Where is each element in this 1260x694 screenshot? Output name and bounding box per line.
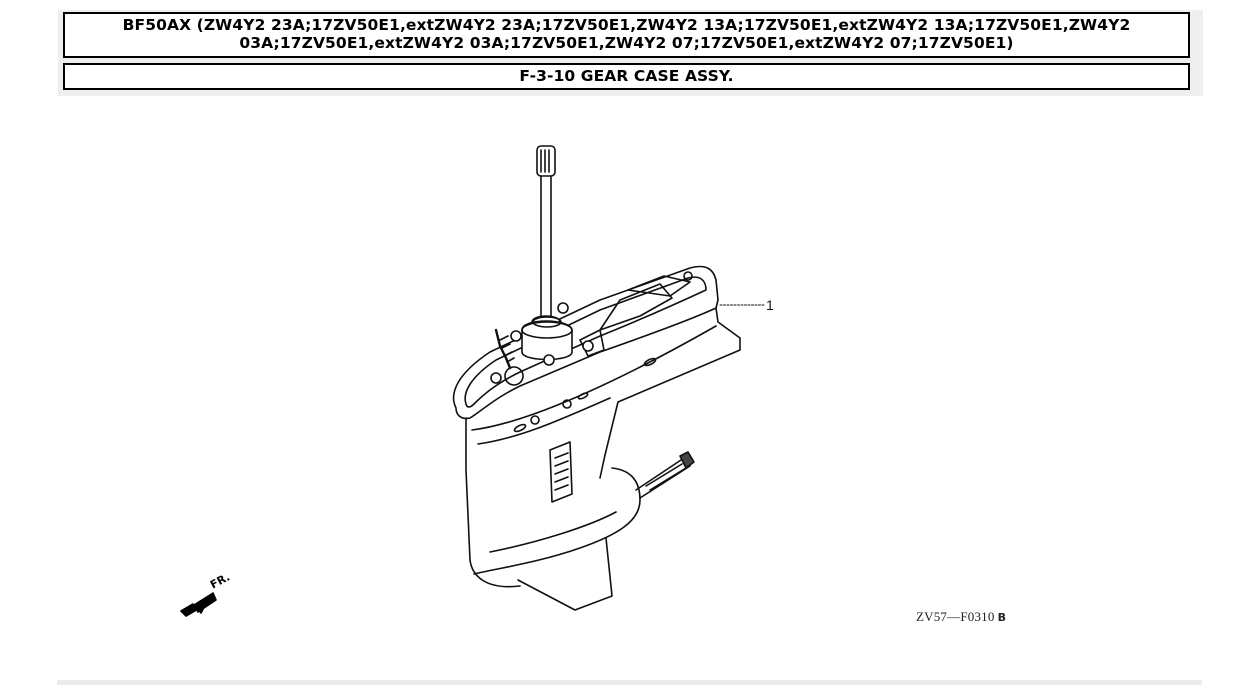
front-direction-arrow-icon [180, 592, 217, 617]
propeller-shaft [635, 451, 695, 499]
bottom-divider [57, 680, 1202, 685]
section-title: F-3-10 GEAR CASE ASSY. [63, 63, 1190, 90]
revision-letter: B [997, 611, 1007, 624]
model-title: BF50AX (ZW4Y2 23A;17ZV50E1,extZW4Y2 23A;… [63, 12, 1190, 58]
gear-case-illustration [180, 145, 765, 617]
parts-diagram [0, 96, 1260, 656]
model-title-line-1: BF50AX (ZW4Y2 23A;17ZV50E1,extZW4Y2 23A;… [122, 16, 1131, 34]
reference-code-text: ZV57—F0310 [916, 609, 995, 624]
gear-case-body [465, 307, 741, 611]
drive-shaft [536, 145, 556, 319]
callout-1-label[interactable]: 1 [766, 297, 774, 313]
model-title-line-2: 03A;17ZV50E1,extZW4Y2 03A;17ZV50E1,ZW4Y2… [239, 34, 1014, 52]
gear-case-deck [452, 265, 719, 420]
